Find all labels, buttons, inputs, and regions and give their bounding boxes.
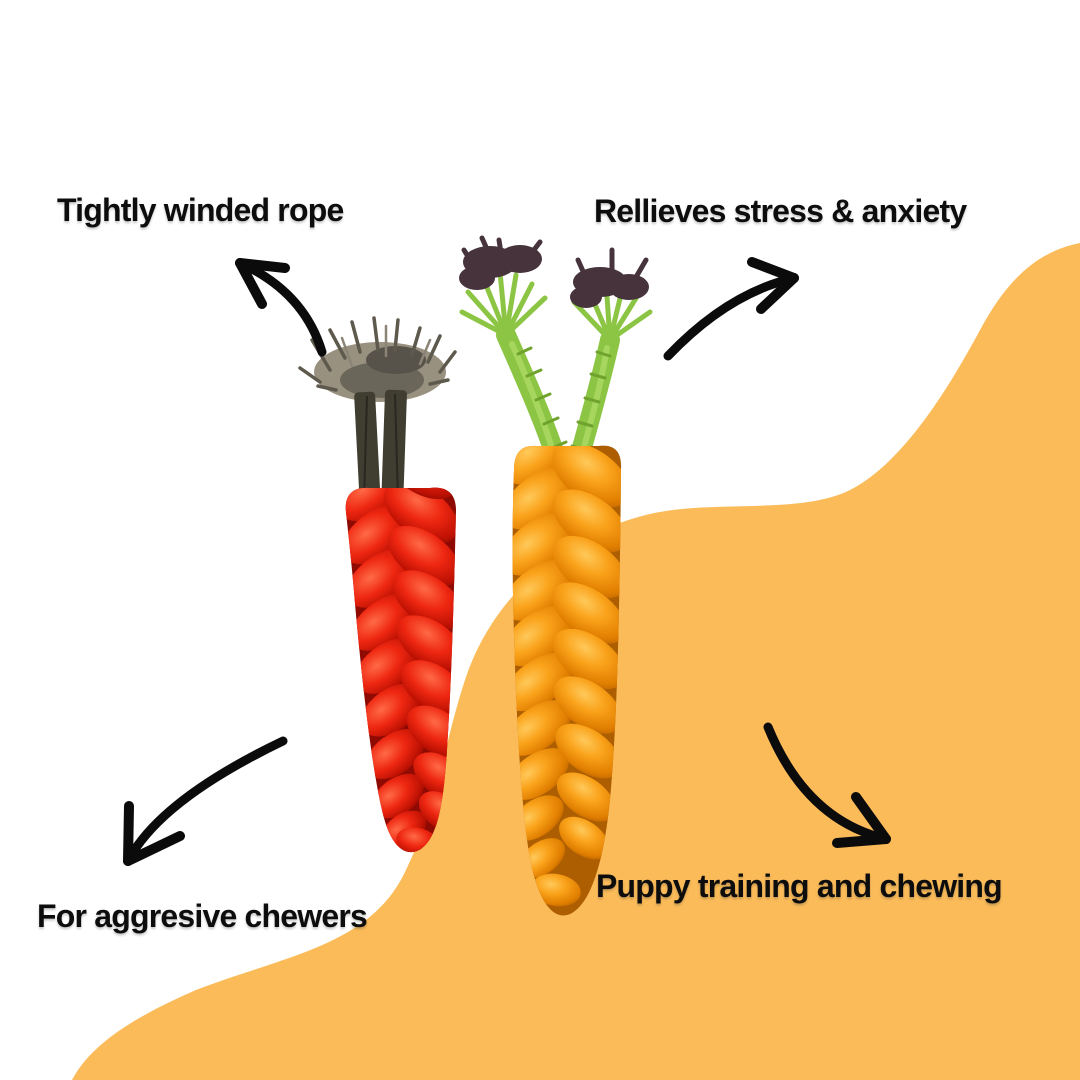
red-carrot-strap-stem xyxy=(354,389,407,505)
orange-carrot-left-tassel xyxy=(459,235,548,338)
orange-carrot-toy xyxy=(459,235,653,916)
orange-carrot-right-tassel xyxy=(570,247,653,343)
red-carrot-fray-top xyxy=(298,316,457,402)
orange-carrot-braided-body xyxy=(512,445,622,916)
curved-arrow-bottom-right xyxy=(763,722,891,848)
curved-arrow-top-left xyxy=(235,258,327,357)
feature-label-tightly-winded-rope: Tightly winded rope xyxy=(57,192,344,228)
curved-arrow-bottom-left xyxy=(123,736,288,866)
curved-arrow-top-right xyxy=(663,257,799,361)
feature-label-relieves-stress: Rellieves stress & anxiety xyxy=(594,193,967,229)
feature-label-puppy-training: Puppy training and chewing xyxy=(596,868,1003,904)
feature-label-aggressive-chewers: For aggresive chewers xyxy=(37,898,368,934)
